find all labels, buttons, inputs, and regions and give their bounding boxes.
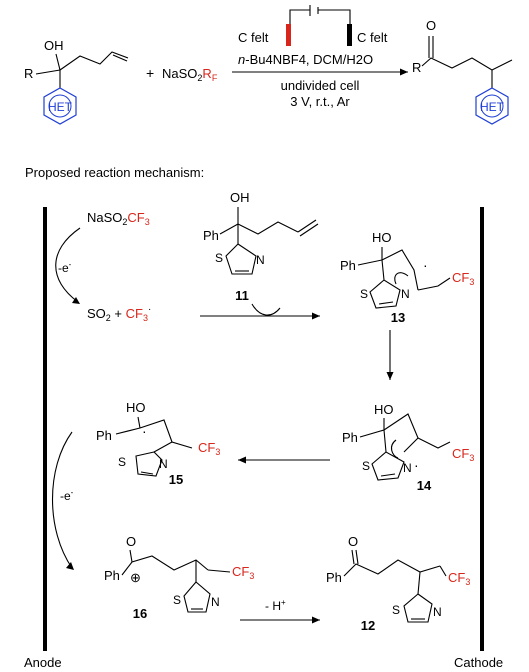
label-11: 11 (235, 288, 249, 303)
cf3-label: CF3 (198, 440, 220, 457)
n-label: N (403, 461, 412, 475)
conditions-params-label: 3 V, r.t., Ar (290, 94, 350, 109)
cf3-label: CF3 (452, 446, 474, 463)
ho-label: HO (126, 400, 146, 415)
left-electrode (286, 24, 291, 46)
s-label: S (360, 287, 368, 301)
sulfinate-reagent: NaSO2RF (162, 66, 218, 83)
n-label: N (401, 287, 410, 301)
s-label: S (118, 455, 126, 469)
o-label: O (426, 18, 436, 33)
compound-12: O Ph CF3 S N 12 (326, 534, 470, 633)
ph-label: Ph (96, 428, 112, 443)
compound-11: OH Ph S N 11 (203, 190, 319, 303)
s-label: S (215, 251, 223, 265)
label-14: 14 (417, 478, 432, 493)
plus-sign: + (146, 65, 154, 81)
product-ketone: O R HET (412, 18, 513, 125)
starting-alcohol: OH R HET (24, 38, 129, 125)
ph-label: Ph (203, 228, 219, 243)
ph-label: Ph (104, 568, 120, 583)
het-label: HET (480, 100, 505, 114)
compound-14: HO Ph CF3 S N · 14 (342, 402, 474, 493)
radical-products: SO2 + CF3· (87, 304, 151, 323)
right-electrode (347, 24, 352, 46)
label-15: 15 (169, 472, 183, 487)
anode-bar (43, 207, 47, 651)
ho-label: HO (372, 230, 392, 245)
radical-dot: · (423, 257, 428, 273)
sulfinate-cf3: NaSO2CF3 (87, 210, 150, 227)
electron-loss-1: -e- (58, 260, 72, 275)
cathode-label: Cathode (454, 655, 503, 670)
n-label: N (433, 605, 442, 619)
cf3-label: CF3 (232, 564, 254, 581)
r-label: R (24, 66, 33, 81)
cf3-label: CF3 (448, 570, 470, 587)
r-label: R (412, 60, 421, 75)
o-label: O (126, 534, 136, 549)
oh-label: OH (230, 190, 250, 205)
electrode-right-label: C felt (357, 30, 388, 45)
ph-label: Ph (340, 258, 356, 273)
electron-loss-2: -e- (60, 488, 74, 503)
s-label: S (392, 603, 400, 617)
label-16: 16 (133, 606, 147, 621)
s-label: S (362, 459, 370, 473)
ph-label: Ph (342, 430, 358, 445)
anode-label: Anode (24, 655, 62, 670)
het-label: HET (48, 100, 73, 114)
n-label: N (256, 253, 265, 267)
o-label: O (348, 534, 358, 549)
label-13: 13 (391, 310, 405, 325)
compound-15: HO Ph · CF3 S N 15 (96, 400, 220, 487)
radical-dot: · (414, 457, 419, 473)
cell-type-label: undivided cell (281, 78, 360, 93)
n-label: N (211, 595, 220, 609)
ho-label: HO (374, 402, 394, 417)
proton-loss-label: - H+ (265, 598, 286, 613)
label-12: 12 (361, 618, 375, 633)
cf3-label: CF3 (452, 270, 474, 287)
n-label: N (159, 457, 168, 471)
electrolysis-cell-icon (286, 5, 352, 46)
mechanism-heading: Proposed reaction mechanism: (25, 165, 204, 180)
electrolyte-label: n-Bu4NBF4, DCM/H2O (238, 52, 373, 67)
compound-13: HO Ph · CF3 S N 13 (340, 230, 474, 325)
ph-label: Ph (326, 570, 342, 585)
plus-charge: ⊕ (130, 570, 141, 585)
electrode-left-label: C felt (238, 30, 269, 45)
cation-radical-dot: · (142, 423, 147, 439)
oh-label: OH (44, 38, 64, 53)
compound-16: O Ph ⊕ CF3 S N 16 (104, 534, 254, 621)
cathode-bar (480, 207, 484, 651)
s-label: S (173, 593, 181, 607)
